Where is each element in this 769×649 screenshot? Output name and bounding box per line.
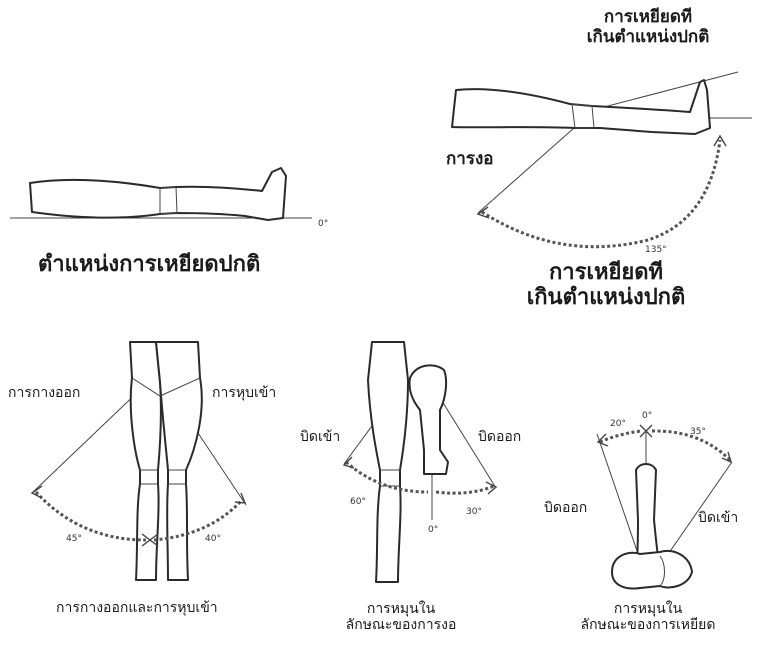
rotation-extension-foot bbox=[612, 551, 692, 589]
rotation-flexion-caption: การหมุนใน ลักษณะของการงอ bbox=[326, 601, 476, 633]
flexion-angle-text: 135° bbox=[645, 245, 667, 255]
flexion-arc bbox=[482, 140, 720, 247]
rotation-extension-zero-angle: 0° bbox=[642, 411, 652, 421]
rotation-flexion-bent-leg bbox=[409, 365, 448, 474]
rotation-extension-arrow-right bbox=[722, 452, 731, 462]
rotation-flexion-caption-line2: ลักษณะของการงอ bbox=[326, 617, 476, 633]
rotation-extension-external-label: บิดออก bbox=[544, 500, 587, 516]
adduction-angle-text: 40° bbox=[205, 534, 221, 544]
rotation-flexion-external-angle: 30° bbox=[466, 507, 482, 517]
abduction-figure: 45° 40° bbox=[32, 342, 246, 580]
flexion-label: การงอ bbox=[446, 150, 493, 170]
hyperextension-top-line2: เกินตำแหน่งปกติ bbox=[548, 28, 748, 48]
rotation-extension-caption-line2: ลักษณะของการเหยียด bbox=[560, 617, 736, 633]
rotation-extension-internal-label: บิดเข้า bbox=[698, 510, 738, 526]
abduction-caption: การกางออกและการหุบเข้า bbox=[56, 600, 218, 616]
abduction-angle-text: 45° bbox=[66, 534, 82, 544]
normal-leg-shape bbox=[30, 168, 286, 220]
rotation-flexion-external-label: บิดออก bbox=[478, 429, 521, 445]
rotation-flexion-internal-angle: 60° bbox=[350, 497, 366, 507]
abduction-line bbox=[32, 388, 142, 493]
abduction-arc bbox=[36, 492, 146, 540]
abduction-right-leg bbox=[156, 342, 202, 580]
rotation-flexion-zero-angle: 0° bbox=[428, 525, 438, 535]
rotation-extension-external-arc bbox=[600, 431, 641, 442]
rotation-extension-internal-angle: 35° bbox=[690, 427, 706, 437]
normal-extension-caption: ตำแหน่งการเหยียดปกติ bbox=[38, 252, 260, 277]
adduction-label: การหุบเข้า bbox=[212, 385, 276, 401]
hyperextension-bottom-line1: การเหยียดที bbox=[496, 260, 716, 285]
rotation-extension-caption-line1: การหมุนใน bbox=[560, 601, 736, 617]
rotation-flexion-internal-label: บิดเข้า bbox=[300, 429, 340, 445]
normal-extension-figure: 0° bbox=[10, 168, 328, 229]
flexion-leg-shape bbox=[452, 80, 710, 134]
knee-flexion-figure: 135° bbox=[452, 72, 752, 255]
abduction-label: การกางออก bbox=[8, 385, 80, 401]
hyperextension-bottom-line2: เกินตำแหน่งปกติ bbox=[496, 285, 716, 310]
hyperextension-top-line1: การเหยียดที bbox=[548, 8, 748, 28]
hyperextension-bottom-label: การเหยียดที เกินตำแหน่งปกติ bbox=[496, 260, 716, 311]
rotation-flexion-stance-leg bbox=[368, 342, 408, 582]
rotation-flexion-external-arc bbox=[436, 486, 494, 493]
rotation-extension-figure: 20° 0° 35° bbox=[597, 411, 732, 588]
rotation-flexion-caption-line1: การหมุนใน bbox=[326, 601, 476, 617]
hyperextension-top-label: การเหยียดที เกินตำแหน่งปกติ bbox=[548, 8, 748, 47]
normal-angle-text: 0° bbox=[318, 219, 328, 229]
rotation-flexion-figure: 60° 30° 0° bbox=[344, 342, 496, 582]
rotation-extension-caption: การหมุนใน ลักษณะของการเหยียด bbox=[560, 601, 736, 633]
flexion-line bbox=[478, 120, 583, 213]
rotation-extension-external-angle: 20° bbox=[610, 419, 626, 429]
